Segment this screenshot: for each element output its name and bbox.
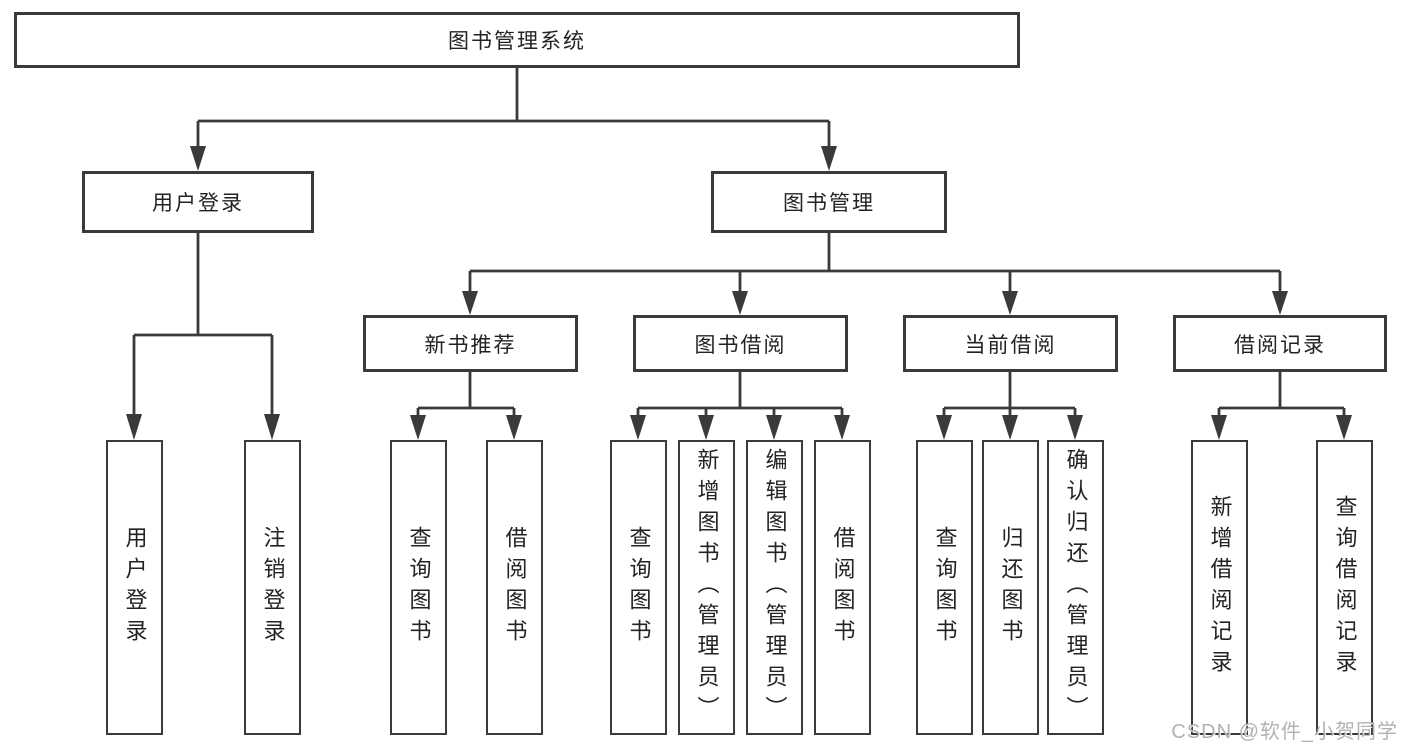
leaf-confirm-return-admin-label: 确认归还（管理员） [1063,448,1089,727]
node-book-management: 图书管理 [711,171,947,233]
leaf-borrow-books-recommend-label: 借阅图书 [502,525,528,650]
node-user-login: 用户登录 [82,171,314,233]
leaf-borrow-books-recommend: 借阅图书 [486,440,543,735]
leaf-add-borrow-record-label: 新增借阅记录 [1207,494,1233,681]
leaf-query-borrow-record-label: 查询借阅记录 [1332,494,1358,681]
leaf-query-books-borrowing: 查询图书 [610,440,667,735]
leaf-user-login: 用户登录 [106,440,163,735]
leaf-query-books-borrowing-label: 查询图书 [626,525,652,650]
leaf-edit-book-admin-label: 编辑图书（管理员） [762,448,788,727]
leaf-borrow-books-borrowing: 借阅图书 [814,440,871,735]
leaf-confirm-return-admin: 确认归还（管理员） [1047,440,1104,735]
leaf-edit-book-admin: 编辑图书（管理员） [746,440,803,735]
node-current-borrowing: 当前借阅 [903,315,1118,372]
leaf-query-books-current: 查询图书 [916,440,973,735]
leaf-logout: 注销登录 [244,440,301,735]
leaf-query-books-recommend: 查询图书 [390,440,447,735]
leaf-return-book-label: 归还图书 [998,525,1024,650]
node-new-book-recommend: 新书推荐 [363,315,578,372]
csdn-watermark: CSDN @软件_小贺同学 [1171,721,1398,743]
leaf-return-book: 归还图书 [982,440,1039,735]
node-book-borrowing: 图书借阅 [633,315,848,372]
leaf-add-borrow-record: 新增借阅记录 [1191,440,1248,735]
node-library-management-system: 图书管理系统 [14,12,1020,68]
leaf-user-login-label: 用户登录 [122,525,148,650]
leaf-borrow-books-borrowing-label: 借阅图书 [830,525,856,650]
leaf-logout-label: 注销登录 [260,525,286,650]
leaf-query-borrow-record: 查询借阅记录 [1316,440,1373,735]
leaf-add-book-admin: 新增图书（管理员） [678,440,735,735]
node-borrowing-records: 借阅记录 [1173,315,1387,372]
leaf-add-book-admin-label: 新增图书（管理员） [694,448,720,727]
leaf-query-books-recommend-label: 查询图书 [406,525,432,650]
leaf-query-books-current-label: 查询图书 [932,525,958,650]
